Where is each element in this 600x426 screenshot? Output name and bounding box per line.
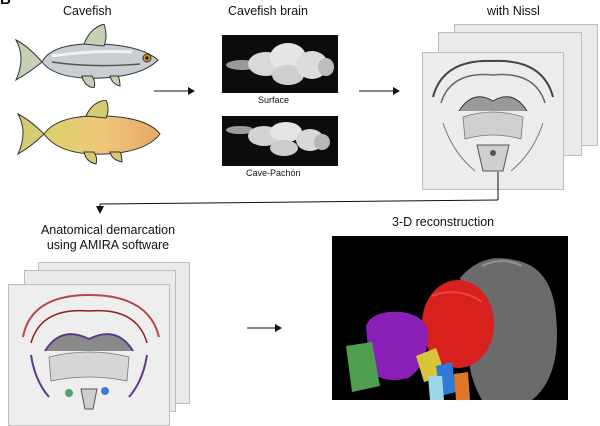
arrow-nissl-to-demarcation — [90, 170, 510, 218]
nissl-section-stack — [420, 24, 598, 190]
panel-letter: B — [0, 0, 11, 8]
demarcation-title: Anatomical demarcation using AMIRA softw… — [18, 223, 198, 253]
cavefish-title: Cavefish — [63, 4, 112, 18]
arrow-fish-to-brain — [152, 86, 196, 96]
cave-fish-icon — [12, 100, 162, 166]
nissl-title: with Nissl — [487, 4, 540, 18]
nissl-sheet-front — [422, 52, 564, 190]
demarcation-title-line1: Anatomical demarcation — [40, 223, 176, 237]
reconstruction-title: 3-D reconstruction — [392, 215, 495, 229]
surface-fish-icon — [12, 24, 160, 88]
demarcation-title-line2: using AMIRA software — [46, 238, 170, 252]
surface-caption: Surface — [258, 95, 290, 105]
cave-brain-photo — [222, 116, 338, 166]
demarcation-sheet-front — [8, 284, 170, 426]
cave-pachon-caption: Cave-Pachón — [246, 168, 301, 178]
demarcation-section-stack — [8, 262, 193, 426]
reconstruction-render — [332, 236, 568, 400]
arrow-brain-to-nissl — [357, 86, 401, 96]
arrow-demarcation-to-reconstruction — [245, 323, 285, 333]
cavefish-brain-title: Cavefish brain — [228, 4, 308, 18]
surface-brain-photo — [222, 35, 338, 93]
